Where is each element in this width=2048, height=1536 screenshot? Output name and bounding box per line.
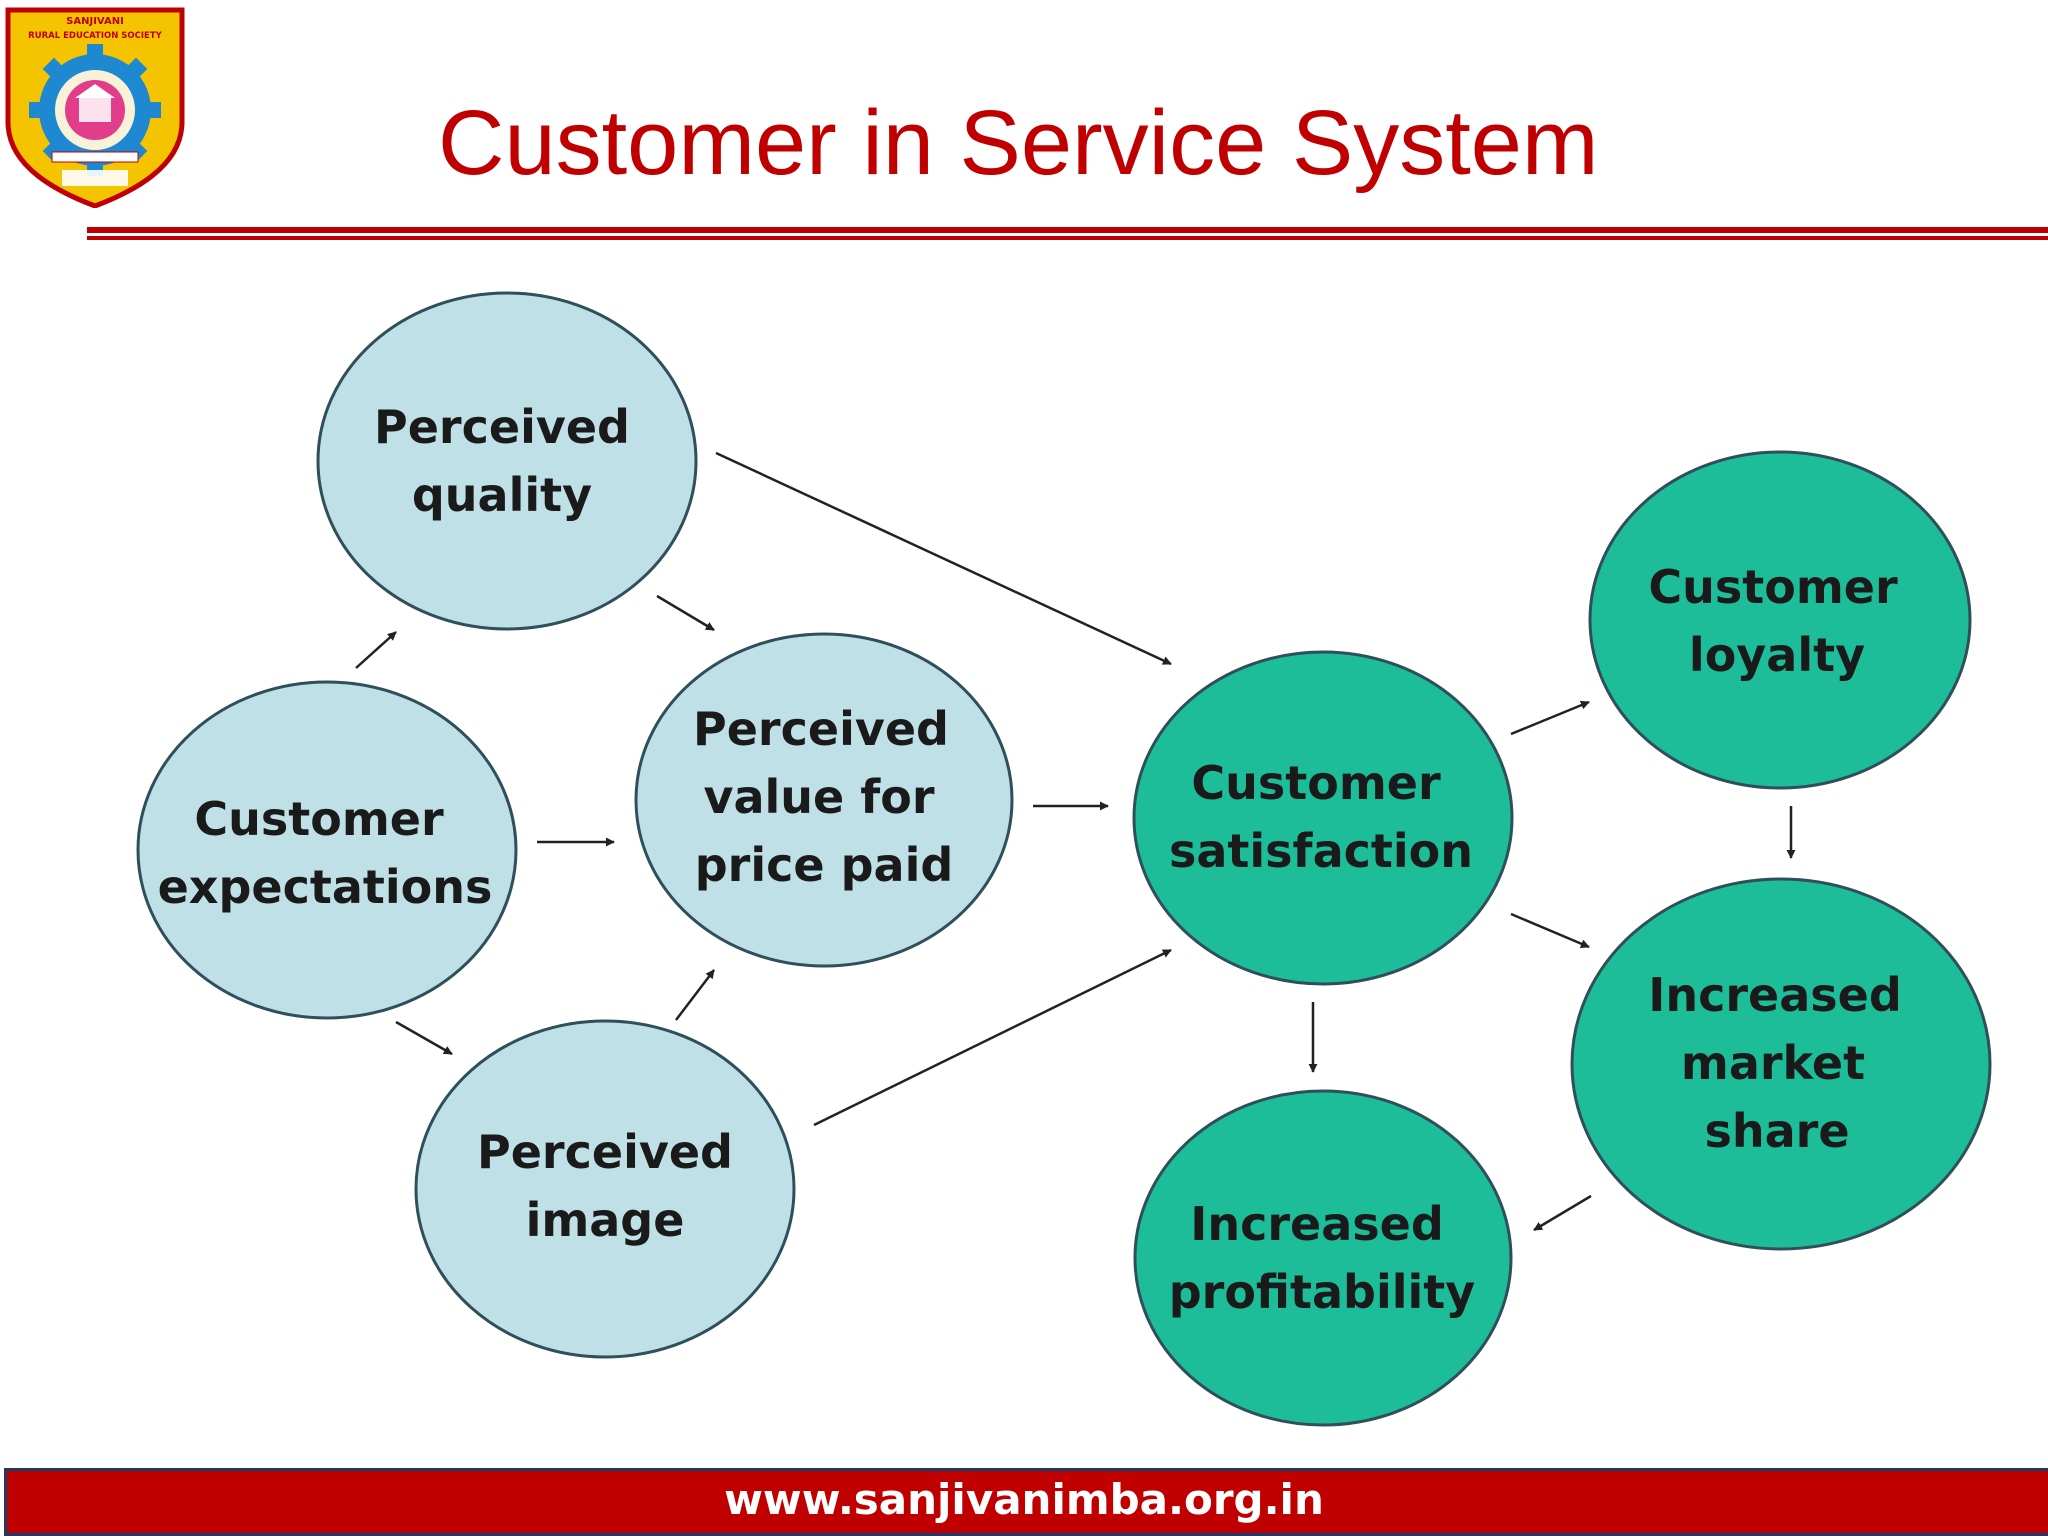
svg-text:image: image <box>526 1193 685 1247</box>
node-increased-market-share: Increased market share <box>1570 877 1992 1251</box>
svg-text:Increased: Increased <box>1648 968 1902 1022</box>
connector-arrows <box>355 451 1796 1232</box>
node-perceived-image: Perceived image <box>414 1019 796 1359</box>
svg-text:Customer: Customer <box>1648 560 1898 614</box>
svg-text:Perceived: Perceived <box>477 1125 733 1179</box>
svg-text:market: market <box>1681 1036 1865 1090</box>
svg-text:loyalty: loyalty <box>1689 628 1865 682</box>
node-increased-profitability: Increased profitability <box>1133 1089 1513 1427</box>
node-perceived-value: Perceived value for price paid <box>634 632 1014 968</box>
svg-text:RURAL EDUCATION SOCIETY: RURAL EDUCATION SOCIETY <box>28 31 162 41</box>
arrow-quality-to-value <box>656 594 715 632</box>
arrow-quality-to-satisfaction <box>715 451 1172 666</box>
svg-text:Customer: Customer <box>194 792 444 846</box>
arrow-market-share-to-profitability <box>1533 1194 1592 1232</box>
title-underline <box>87 227 2048 240</box>
footer-bar <box>4 1468 2048 1536</box>
node-customer-expectations: Customer expectations <box>136 680 518 1020</box>
svg-text:Perceived: Perceived <box>693 702 949 756</box>
node-customer-satisfaction: Customer satisfaction <box>1132 650 1514 986</box>
sanjivani-logo: SANJIVANI RURAL EDUCATION SOCIETY <box>5 7 185 208</box>
svg-text:SANJIVANI: SANJIVANI <box>66 16 124 27</box>
svg-text:price paid: price paid <box>695 838 954 892</box>
arrow-satisfaction-to-market-share <box>1510 912 1590 949</box>
svg-text:Increased: Increased <box>1190 1197 1444 1251</box>
svg-text:quality: quality <box>412 468 592 522</box>
node-customer-loyalty: Customer loyalty <box>1588 450 1972 790</box>
arrow-expectations-to-quality <box>355 631 397 669</box>
svg-text:Customer: Customer <box>1191 756 1441 810</box>
arrow-image-to-satisfaction <box>813 948 1172 1127</box>
page-title: Customer in Service System <box>438 92 1599 194</box>
footer-url[interactable]: www.sanjivanimba.org.in <box>724 1475 1324 1524</box>
node-perceived-quality: Perceived quality <box>316 291 698 631</box>
svg-text:Perceived: Perceived <box>374 400 630 454</box>
svg-text:expectations: expectations <box>158 860 493 914</box>
svg-text:value for: value for <box>703 770 934 824</box>
svg-text:profitability: profitability <box>1169 1265 1476 1319</box>
arrow-image-to-value <box>675 969 715 1021</box>
arrow-satisfaction-to-loyalty <box>1510 700 1590 736</box>
svg-text:satisfaction: satisfaction <box>1169 824 1473 878</box>
arrow-expectations-to-image <box>395 1020 453 1056</box>
svg-text:share: share <box>1704 1104 1849 1158</box>
